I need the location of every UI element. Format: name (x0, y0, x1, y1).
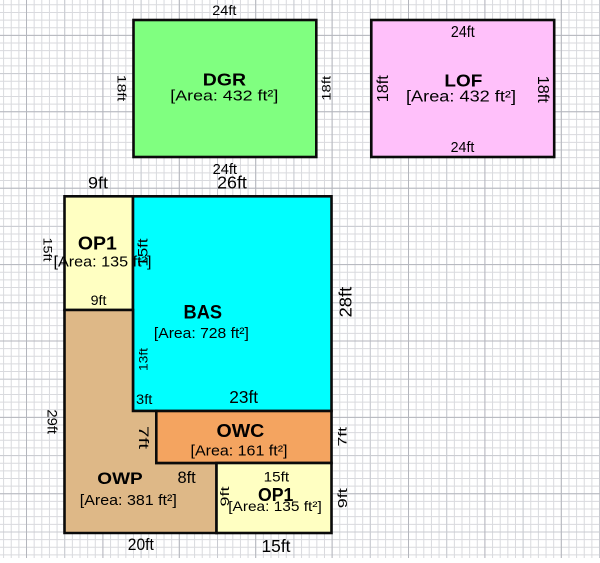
svg-text:18ft: 18ft (115, 75, 127, 103)
svg-text:26ft: 26ft (217, 173, 247, 193)
svg-text:18ft: 18ft (375, 75, 392, 103)
svg-text:18ft: 18ft (534, 76, 551, 104)
svg-text:[Area: 161 ft²]: [Area: 161 ft²] (191, 444, 288, 460)
svg-text:23ft: 23ft (229, 387, 258, 407)
svg-text:9ft: 9ft (336, 488, 350, 509)
svg-text:[Area: 728 ft²]: [Area: 728 ft²] (154, 325, 249, 342)
svg-text:7ft: 7ft (136, 426, 152, 449)
svg-text:DGR: DGR (203, 70, 247, 90)
svg-text:7ft: 7ft (336, 426, 350, 446)
svg-text:15ft: 15ft (264, 469, 290, 485)
svg-text:20ft: 20ft (128, 536, 154, 554)
svg-text:28ft: 28ft (335, 287, 355, 318)
svg-text:18ft: 18ft (321, 75, 333, 101)
svg-text:OWP: OWP (97, 469, 142, 488)
svg-text:LOF: LOF (444, 71, 482, 91)
svg-text:OP1: OP1 (258, 485, 293, 505)
svg-text:BAS: BAS (184, 302, 223, 323)
svg-text:13ft: 13ft (137, 347, 151, 371)
svg-text:OP1: OP1 (78, 233, 117, 254)
svg-text:15ft: 15ft (262, 536, 291, 556)
svg-text:[Area: 381 ft²]: [Area: 381 ft²] (80, 492, 177, 509)
svg-text:8ft: 8ft (177, 469, 196, 487)
svg-text:24ft: 24ft (212, 2, 236, 18)
svg-text:24ft: 24ft (451, 24, 475, 41)
svg-text:[Area: 432 ft²]: [Area: 432 ft²] (406, 89, 516, 106)
svg-text:9ft: 9ft (91, 293, 107, 308)
svg-text:15ft: 15ft (134, 238, 150, 266)
svg-text:3ft: 3ft (136, 392, 153, 407)
svg-text:9ft: 9ft (88, 175, 108, 193)
svg-text:24ft: 24ft (451, 140, 475, 156)
svg-text:[Area: 135 ft²]: [Area: 135 ft²] (54, 255, 152, 271)
svg-text:[Area: 135 ft²]: [Area: 135 ft²] (228, 498, 322, 514)
svg-text:15ft: 15ft (41, 238, 55, 263)
svg-text:29ft: 29ft (45, 409, 60, 434)
svg-text:OWC: OWC (217, 420, 265, 441)
svg-text:24ft: 24ft (213, 162, 237, 178)
svg-text:9ft: 9ft (220, 485, 232, 506)
svg-text:[Area: 432 ft²]: [Area: 432 ft²] (170, 88, 278, 105)
